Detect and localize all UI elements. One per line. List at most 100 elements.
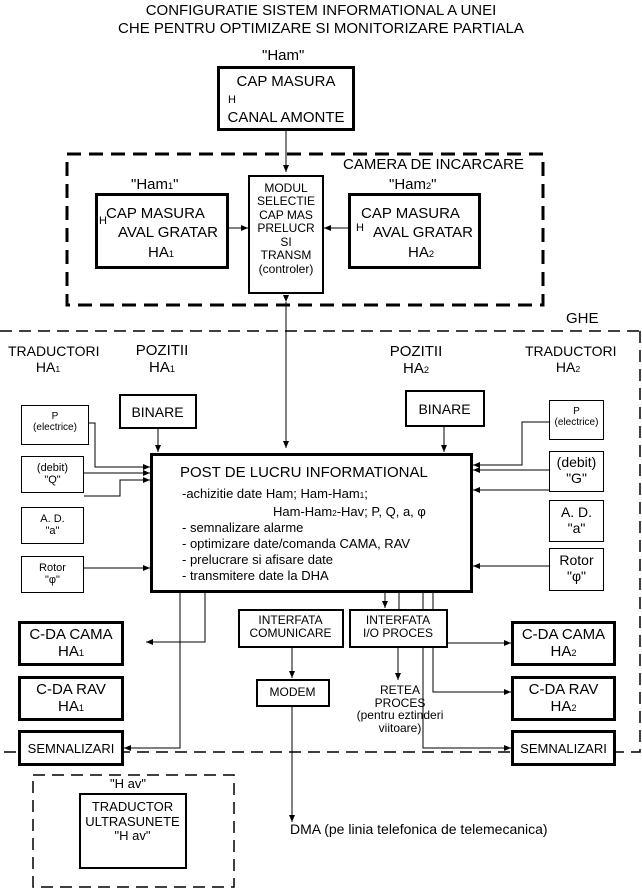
- sensor-p-ha1: P (electrice): [21, 405, 89, 445]
- sensor-p-ha2-text: P (electrice): [550, 406, 603, 428]
- cda-rav-ha2-line2: HA2: [550, 697, 577, 715]
- post-item-1: - semnalizare alarme: [182, 520, 304, 535]
- cda-rav-ha2-text: C-DA RAV HA2: [514, 681, 613, 716]
- diagram-title-line2: CHE PENTRU OPTIMIZARE SI MONITORIZARE PA…: [118, 20, 524, 37]
- sensor-debit-ha1-line2: "Q": [44, 474, 61, 487]
- interfata-io-text: INTERFATA I/O PROCES: [351, 613, 445, 641]
- traductori-ha2-line1: TRADUCTORI: [525, 343, 617, 359]
- pozitii-ha2-heading: POZITII HA2: [381, 343, 451, 378]
- sensor-ad-ha1-line2: "a": [45, 525, 60, 538]
- traductori-ha1-line1: TRADUCTORI: [8, 343, 100, 359]
- camera-frame: [65, 152, 545, 307]
- sensor-debit-ha2-text: (debit) "G": [550, 454, 603, 486]
- sensor-ad-ha1-line1: A. D.: [40, 513, 65, 525]
- post-item-2: - optimizare date/comanda CAMA, RAV: [182, 536, 411, 551]
- sensor-rotor-ha2-line1: Rotor: [559, 552, 594, 568]
- cap-aval-2-line1: CAP MASURA: [361, 205, 460, 222]
- retea-line1: RETEA: [379, 683, 420, 697]
- cap-masura-aval-ha1-box: H CAP MASURA AVAL GRATAR HA1: [95, 193, 229, 269]
- modul-line4: PRELUCR: [257, 221, 315, 236]
- post-line1: -achizitie date Ham; Ham-Ham1;: [182, 486, 368, 501]
- ham2-label: "Ham2": [389, 176, 437, 193]
- traductor-ultrasunete-box: TRADUCTOR ULTRASUNETE "H av": [79, 793, 187, 869]
- sensor-debit-ha1-line1: (debit): [36, 462, 69, 474]
- interfata-io-line1: INTERFATA: [365, 613, 431, 627]
- pozitii-ha2-line2: HA2: [402, 359, 429, 377]
- cda-cama-ha1-line2: HA1: [57, 642, 84, 660]
- sensor-ad-ha2-line1: A. D.: [560, 504, 593, 520]
- traductor-us-line3: "H av": [114, 828, 151, 844]
- modul-line7: (controler): [258, 261, 314, 276]
- retea-line4: viitoare): [378, 720, 422, 735]
- interfata-io-line2: I/O PROCES: [362, 626, 433, 641]
- semnalizari-ha2-box: SEMNALIZARI: [511, 730, 616, 766]
- cda-cama-ha2-text: C-DA CAMA HA2: [514, 626, 613, 661]
- dma-label: DMA (pe linia telefonica de telemecanica…: [290, 821, 548, 837]
- semnalizari-ha1-box: SEMNALIZARI: [18, 730, 124, 766]
- pozitii-ha1-line1: POZITII: [135, 342, 189, 359]
- modem-box: MODEM: [256, 679, 330, 707]
- modul-line1: MODUL: [264, 181, 308, 195]
- traductori-ha2-heading: TRADUCTORI HA2: [525, 343, 617, 375]
- binare-ha2-label: BINARE: [418, 401, 471, 417]
- ghe-label: GHE: [566, 310, 599, 327]
- cda-cama-ha2-box: C-DA CAMA HA2: [511, 621, 616, 666]
- cap-aval-2-h: H: [356, 222, 364, 234]
- cap-masura-aval-ha2-box: H CAP MASURA AVAL GRATAR HA2: [348, 193, 481, 269]
- sensor-rotor-ha1-text: Rotor "φ": [22, 562, 83, 587]
- retea-proces-text: RETEA PROCES (pentru eztinderi viitoare): [350, 684, 450, 734]
- binare-ha1-label: BINARE: [131, 404, 184, 420]
- sensor-rotor-ha2-line2: "φ": [566, 567, 587, 584]
- retea-line3: (pentru eztinderi: [356, 708, 444, 723]
- cap-masura-amonte-line1: CAP MASURA: [236, 73, 336, 90]
- modul-selectie-box: MODUL SELECTIE CAP MAS PRELUCR SI TRANSM…: [248, 175, 324, 294]
- interfata-com-line1: INTERFATA: [258, 613, 323, 627]
- sensor-ad-ha1-text: A. D. "a": [22, 513, 83, 538]
- sensor-rotor-ha1-line1: Rotor: [39, 562, 66, 574]
- ham1-label: "Ham1": [131, 176, 179, 193]
- post-title: POST DE LUCRU INFORMATIONAL: [180, 464, 428, 481]
- sensor-p-ha1-line1: P: [51, 411, 59, 422]
- sensor-debit-ha2-line1: (debit): [556, 454, 597, 470]
- cap-masura-amonte-h: H: [228, 94, 236, 106]
- cda-rav-ha1-line2: HA1: [57, 697, 84, 715]
- post-line2: Ham-Ham2-Hav; P, Q, a, φ: [273, 504, 426, 519]
- interfata-comunicare-box: INTERFATA COMUNICARE: [238, 609, 344, 648]
- cap-aval-1-line3: HA1: [148, 244, 175, 261]
- cap-aval-1-h: H: [99, 215, 107, 227]
- semnalizari-ha1-label: SEMNALIZARI: [27, 741, 115, 756]
- post-lucru-box: POST DE LUCRU INFORMATIONAL -achizitie d…: [150, 453, 473, 593]
- diagram-title-line1: CONFIGURATIE SISTEM INFORMATIONAL A UNEI: [145, 2, 497, 19]
- sensor-p-ha1-line2: (electrice): [33, 422, 77, 434]
- sensor-ad-ha2: A. D. "a": [549, 500, 604, 542]
- camera-label: CAMERA DE INCARCARE: [343, 156, 524, 173]
- traductori-ha1-line2: HA1: [35, 358, 61, 375]
- modem-label: MODEM: [269, 685, 316, 699]
- modul-line6: TRANSM: [260, 248, 312, 263]
- pozitii-ha1-line2: HA1: [148, 358, 175, 376]
- post-item-4: - transmitere date la DHA: [182, 568, 329, 583]
- cap-aval-1-line1: CAP MASURA: [106, 205, 205, 222]
- traductori-ha2-line2: HA2: [555, 358, 581, 375]
- cda-rav-ha2-line1: C-DA RAV: [528, 681, 599, 698]
- cap-masura-amonte-line2: CANAL AMONTE: [227, 109, 345, 126]
- cap-aval-2-line2: AVAL GRATAR: [373, 224, 474, 241]
- cda-cama-ha1-line1: C-DA CAMA: [29, 626, 113, 643]
- sensor-p-ha2: P (electrice): [549, 400, 604, 440]
- modul-line3: CAP MAS: [259, 207, 313, 222]
- hav-frame: [32, 774, 235, 888]
- semnalizari-ha2-label: SEMNALIZARI: [520, 741, 607, 756]
- sensor-debit-ha1: (debit) "Q": [21, 456, 84, 493]
- cda-rav-ha1-box: C-DA RAV HA1: [18, 676, 124, 721]
- modul-text: MODUL SELECTIE CAP MAS PRELUCR SI TRANSM…: [250, 181, 322, 276]
- cda-cama-ha2-line1: C-DA CAMA: [521, 626, 606, 643]
- sensor-ad-ha1: A. D. "a": [21, 507, 84, 544]
- cda-cama-ha1-box: C-DA CAMA HA1: [18, 621, 124, 666]
- interfata-comunicare-text: INTERFATA COMUNICARE: [240, 613, 341, 641]
- modul-line5: SI: [280, 234, 292, 249]
- cda-rav-ha2-box: C-DA RAV HA2: [511, 676, 616, 721]
- pozitii-ha1-heading: POZITII HA1: [127, 342, 197, 377]
- ghe-frame: [0, 330, 641, 753]
- binare-ha2-box: BINARE: [405, 390, 485, 427]
- sensor-rotor-ha1-line2: "φ": [45, 574, 60, 587]
